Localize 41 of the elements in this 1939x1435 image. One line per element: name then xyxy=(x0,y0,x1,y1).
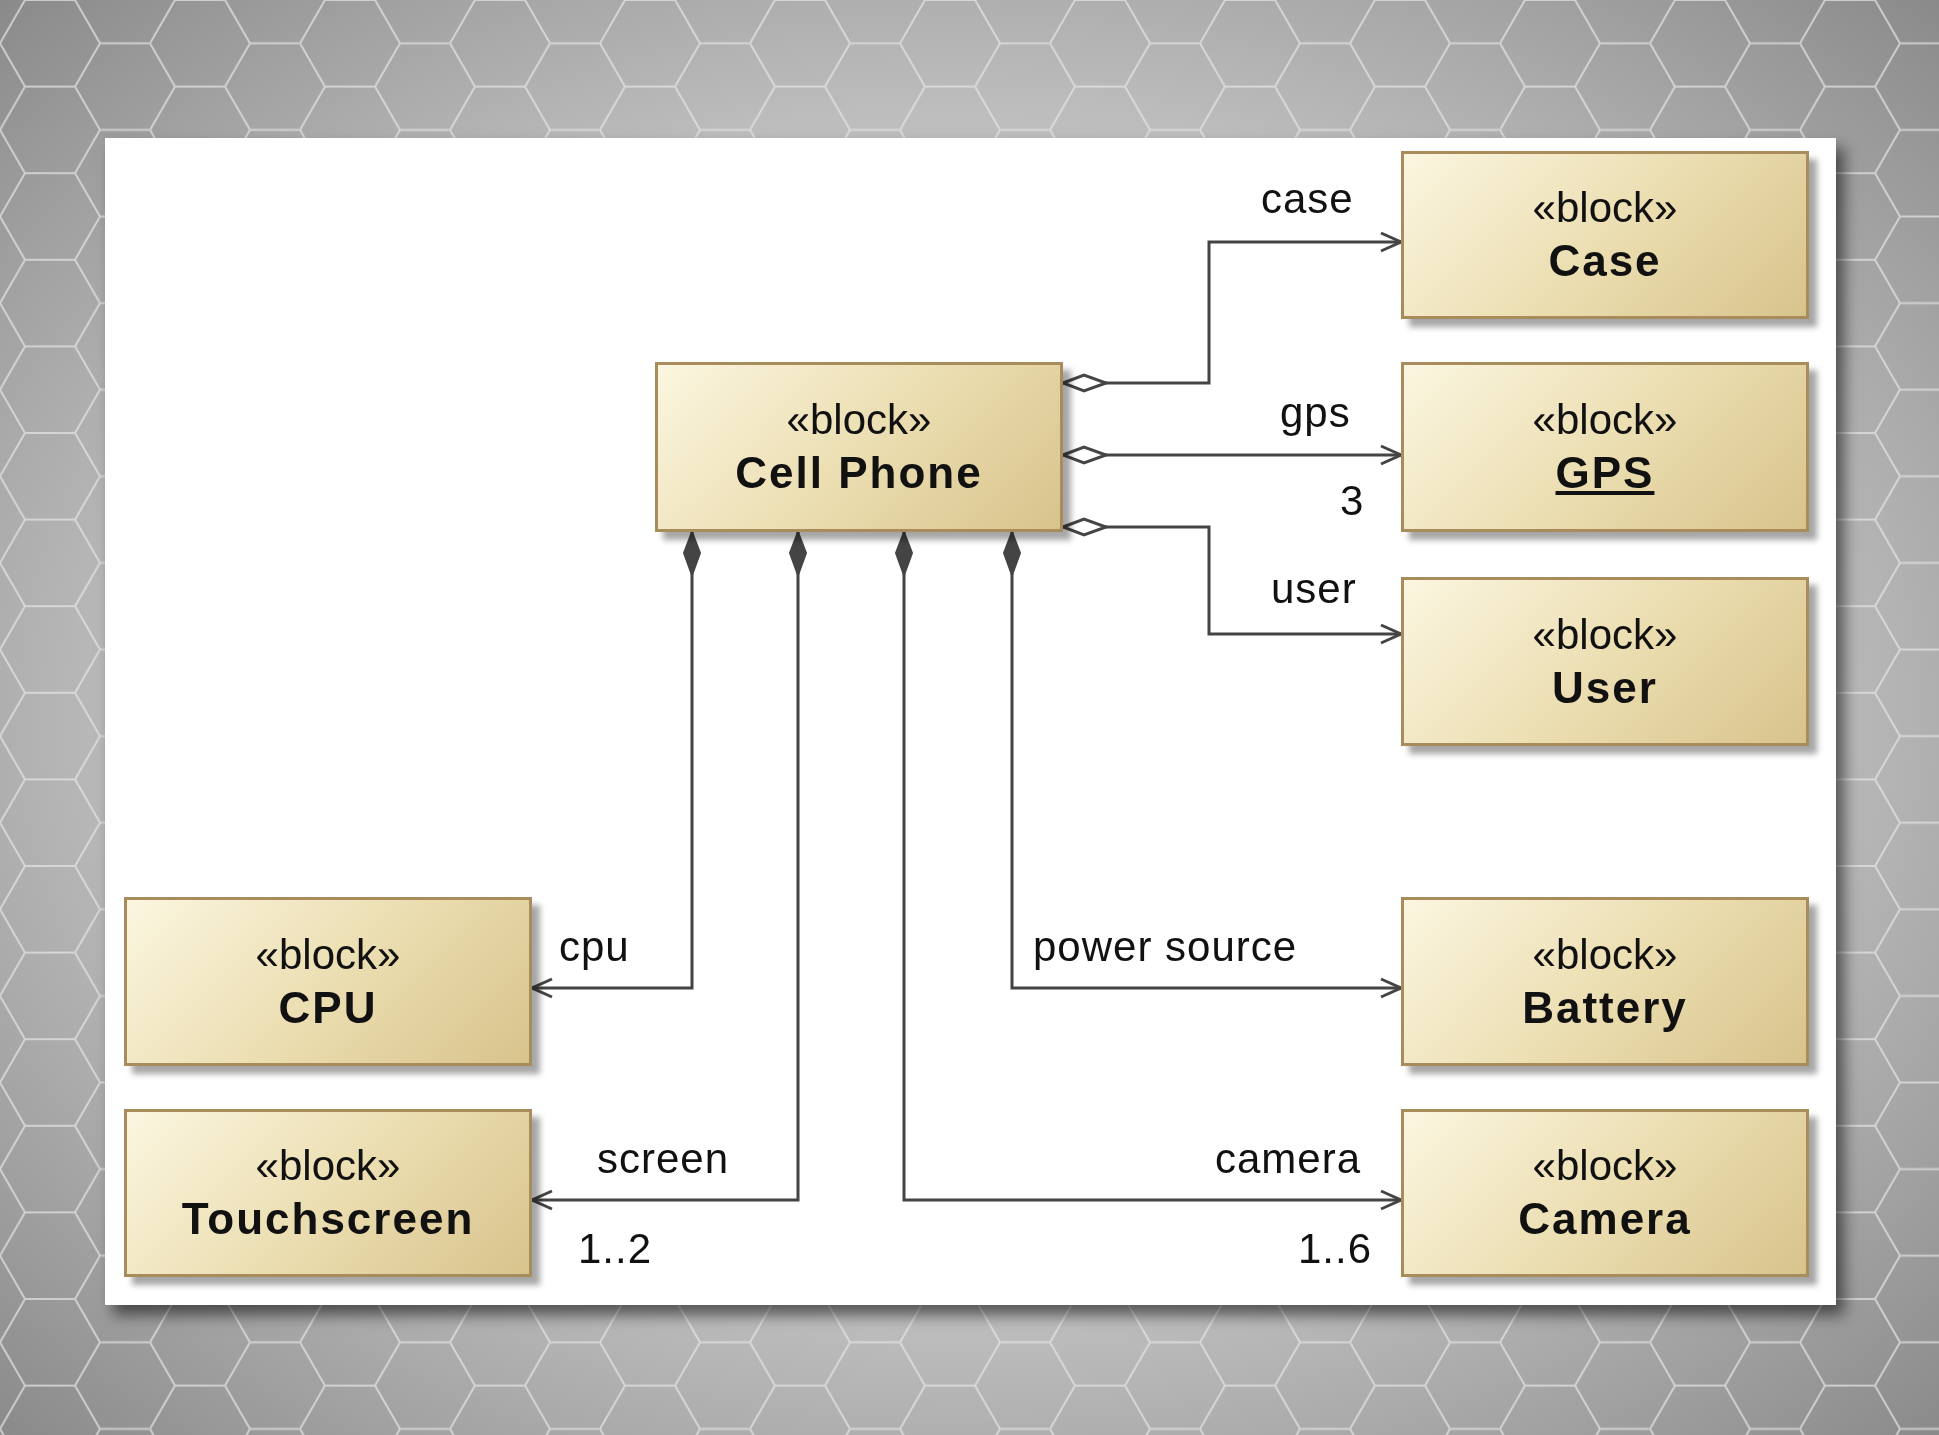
multiplicity-label: 1..6 xyxy=(1298,1228,1373,1270)
composition-connector xyxy=(530,531,807,1211)
stereotype-label: «block» xyxy=(255,933,401,976)
composition-connector xyxy=(1003,531,1403,999)
block-name: Case xyxy=(1548,239,1662,283)
block-name: Battery xyxy=(1522,985,1688,1030)
role-label: gps xyxy=(1280,392,1351,434)
role-label: screen xyxy=(597,1138,730,1180)
block-box xyxy=(1401,362,1809,532)
multiplicity-label: 1..2 xyxy=(578,1228,653,1270)
block-box xyxy=(1401,1109,1809,1277)
aggregation-connector xyxy=(1061,517,1403,645)
role-label: case xyxy=(1261,178,1354,220)
block-name: Cell Phone xyxy=(735,451,983,495)
block-box xyxy=(1401,151,1809,319)
role-label: camera xyxy=(1215,1138,1362,1180)
role-label: user xyxy=(1271,568,1357,610)
role-label: cpu xyxy=(559,926,630,968)
stereotype-label: «block» xyxy=(1532,933,1678,976)
aggregation-connector xyxy=(1061,231,1403,393)
role-label: power source xyxy=(1033,926,1298,968)
block-name: GPS xyxy=(1555,451,1655,495)
block-box xyxy=(124,897,532,1066)
block-name: User xyxy=(1552,665,1658,710)
stereotype-label: «block» xyxy=(1532,399,1678,441)
block-name: CPU xyxy=(278,985,378,1030)
multiplicity-label: 3 xyxy=(1340,480,1365,522)
aggregation-connector xyxy=(1061,444,1403,466)
block-box xyxy=(655,362,1063,532)
stereotype-label: «block» xyxy=(786,399,932,441)
block-name: Touchscreen xyxy=(181,1197,475,1241)
block-name: Camera xyxy=(1518,1197,1692,1241)
stereotype-label: «block» xyxy=(1532,613,1678,656)
block-box xyxy=(1401,897,1809,1066)
stereotype-label: «block» xyxy=(1532,1145,1678,1187)
composition-connector xyxy=(895,531,1403,1211)
block-box xyxy=(124,1109,532,1277)
composition-connector xyxy=(530,531,701,999)
stereotype-label: «block» xyxy=(1532,187,1678,229)
stereotype-label: «block» xyxy=(255,1145,401,1187)
block-box xyxy=(1401,577,1809,746)
